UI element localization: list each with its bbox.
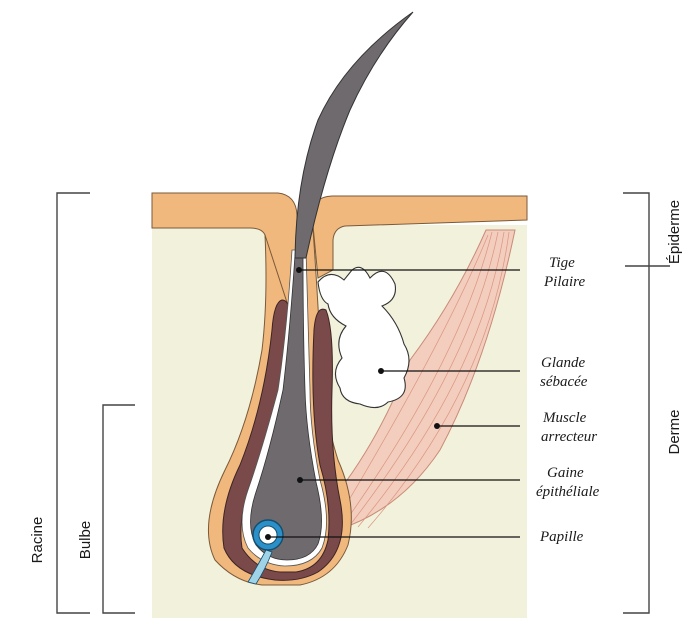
label-pilaire: Pilaire [543,274,585,290]
label-glande-2: sébacée [540,374,588,390]
label-papille: Papille [539,529,584,545]
label-bulbe: Bulbe [77,521,94,559]
label-derme: Derme [666,409,683,454]
bracket-left [57,193,135,613]
bracket-right [623,193,670,613]
label-gaine-2: épithéliale [536,484,600,500]
label-muscle-2: arrecteur [541,429,597,445]
label-muscle-1: Muscle [542,410,587,426]
label-epiderme: Épiderme [666,200,683,264]
label-glande-1: Glande [541,355,586,371]
label-racine: Racine [29,517,46,564]
label-tige-1: Tige [549,255,575,271]
label-gaine-1: Gaine [547,465,584,481]
